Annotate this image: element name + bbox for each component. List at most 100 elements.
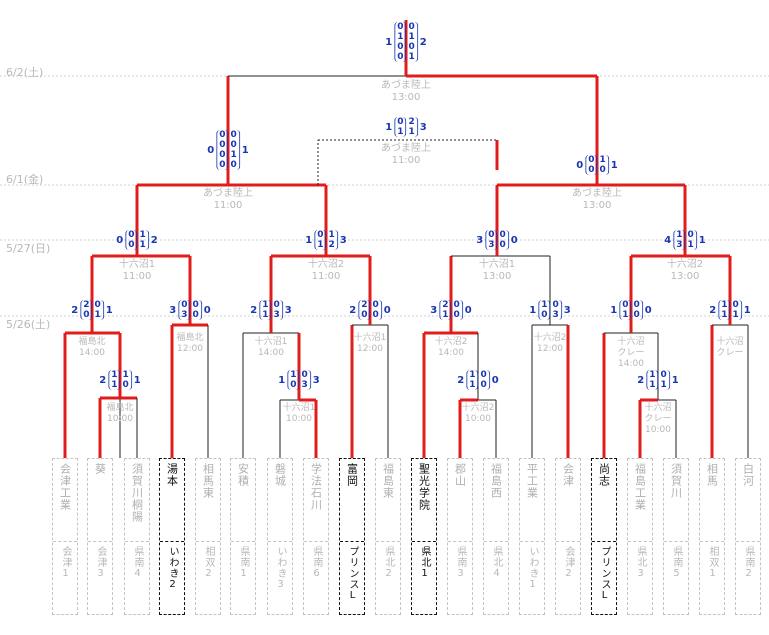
venue-line: 十六沼1 [353,333,387,343]
team-card: 福島西県北4 [483,458,509,615]
score-right-total: 3 [563,304,571,316]
period-score: 0 [633,310,640,320]
venue-line: 十六沼2 [307,259,345,270]
period-score: 0 [317,230,324,240]
score-left-total: 1 [305,234,313,246]
team-region-box: いわき2 [160,541,184,617]
period-score: 1 [262,300,269,310]
team-region: 会津3 [95,546,106,580]
score-left-total: 1 [385,121,393,133]
team-region-box: 会津2 [556,541,580,617]
period-score: 0 [660,370,667,380]
period-score: 0 [230,140,237,150]
venue-line: 12:00 [357,344,383,354]
team-region-box: 県北2 [376,541,400,617]
venue-line: 12:00 [177,344,203,354]
score-left-total: 3 [476,234,484,246]
team-name: 白河 [741,463,755,487]
venue-line: 福島北 [176,333,204,343]
score-right-total: 1 [743,304,751,316]
team-card: 聖光学院県北1 [411,458,437,615]
venue-line: 10:00 [286,414,312,424]
team-name: 学法石川 [309,463,323,511]
team-region-box: 県北3 [628,541,652,617]
team-name: 安積 [236,463,250,487]
venue-line: 10:00 [465,414,491,424]
period-score: 1 [262,310,269,320]
team-region-box: 会津1 [53,541,77,617]
period-score: 2 [83,300,90,310]
venue-line: 14:00 [79,348,105,358]
period-score: 0 [397,22,404,32]
period-score: 2 [408,117,415,127]
score-left-total: 2 [709,304,717,316]
venue-line: 11:00 [311,271,341,282]
team-card: 学法石川県南6 [303,458,329,615]
venue-line: 14:00 [618,359,644,369]
team-card: 福島工業県北3 [627,458,653,615]
venue-line: 14:00 [258,348,284,358]
period-score: 1 [408,127,415,137]
score-left-total: 2 [637,374,645,386]
period-score: 3 [181,310,188,320]
period-score: 0 [301,370,308,380]
team-name: 平工業 [525,463,539,499]
team-region: いわき1 [527,546,538,591]
team-region-box: 会津3 [88,541,112,617]
score-left-total: 4 [664,234,672,246]
period-score: 0 [499,240,506,250]
score-left-total: 0 [576,159,584,171]
team-region-box: 県南6 [304,541,328,617]
team-region: 県南5 [671,546,682,580]
venue-line: クレー [716,348,744,358]
team-name: 須賀川桐陽 [130,463,144,523]
period-score: 1 [317,240,324,250]
team-region: 県北1 [419,546,430,580]
venue-line: 十六沼1 [118,259,156,270]
period-score: 0 [480,370,487,380]
team-card: 会津会津2 [555,458,581,615]
period-score: 0 [372,310,379,320]
team-region: 県南3 [455,546,466,580]
venue-line: あづま陸上 [381,143,431,154]
period-score: 1 [721,310,728,320]
venue-line: 十六沼1 [254,337,288,347]
venue-line: クレー [644,414,672,424]
team-card: 相馬相双1 [699,458,725,615]
period-score: 1 [408,32,415,42]
score-right-total: 2 [419,36,427,48]
period-score: 1 [469,380,476,390]
period-score: 1 [290,370,297,380]
team-region-box: 県南2 [736,541,760,617]
